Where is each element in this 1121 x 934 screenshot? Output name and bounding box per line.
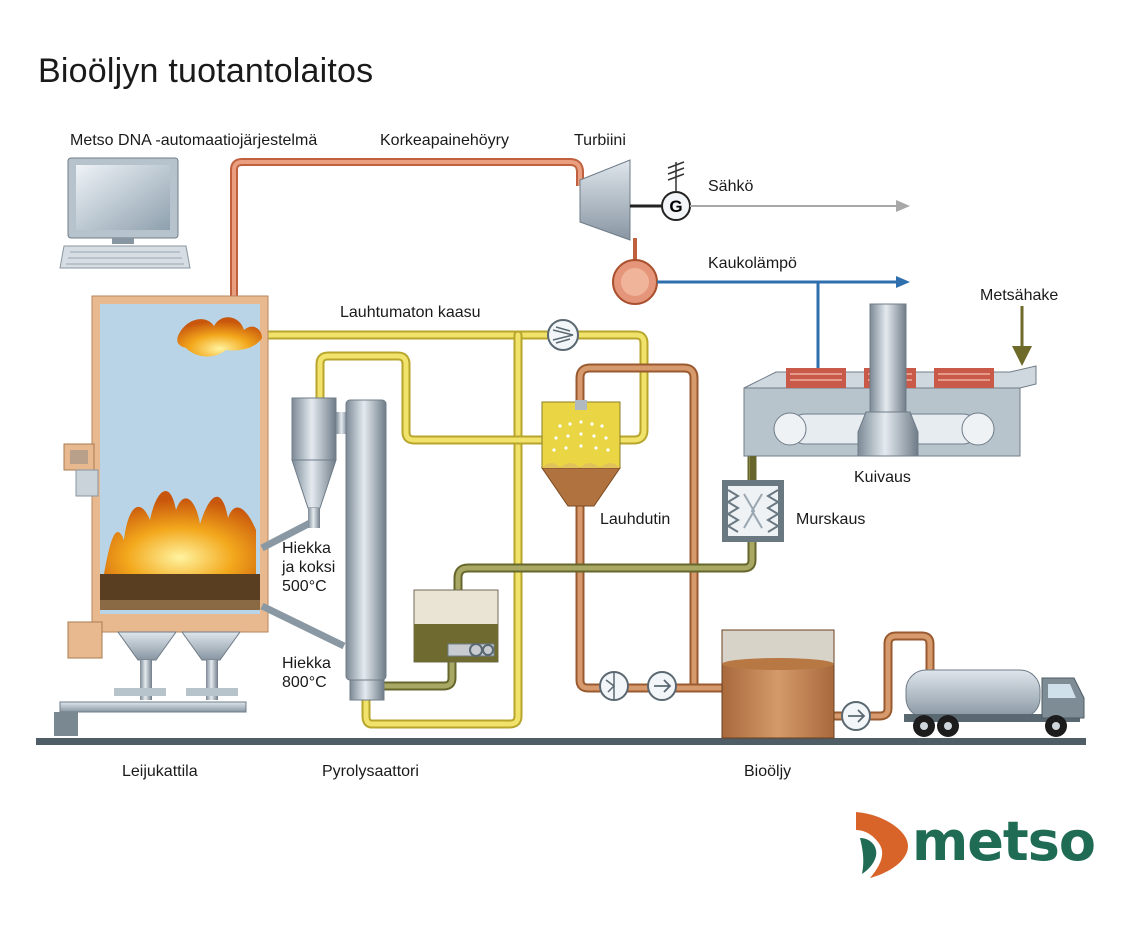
fluidized-bed-boiler bbox=[54, 295, 269, 736]
chips-in-arrow bbox=[1012, 346, 1032, 366]
crushing-label: Murskaus bbox=[796, 511, 866, 528]
bio-oil-label: Bioöljy bbox=[744, 763, 792, 780]
computer-icon bbox=[59, 157, 191, 269]
electricity-label: Sähkö bbox=[708, 178, 754, 195]
drying-label: Kuivaus bbox=[854, 469, 911, 486]
sand-hot-label-1: Hiekka bbox=[282, 655, 331, 672]
district-heat-arrow bbox=[896, 276, 910, 288]
condenser bbox=[541, 400, 621, 507]
condenser-label: Lauhdutin bbox=[600, 511, 671, 528]
pyrolyser-label: Pyrolysaattori bbox=[322, 763, 419, 780]
cyclone bbox=[291, 397, 348, 528]
metso-logo: metso bbox=[852, 808, 1096, 888]
sand-coke-label-2: ja koksi bbox=[282, 559, 336, 576]
gas-compressor bbox=[547, 319, 579, 351]
metso-logo-text: metso bbox=[912, 810, 1096, 873]
page-title: Bioöljyn tuotantolaitos bbox=[38, 52, 374, 90]
svg-text:G: G bbox=[669, 197, 682, 216]
district-heat-label: Kaukolämpö bbox=[708, 255, 797, 272]
steam-label: Korkeapainehöyry bbox=[380, 132, 509, 149]
sand-hot-label-2: 800°C bbox=[282, 674, 327, 691]
forest-chips-label: Metsähake bbox=[980, 287, 1059, 304]
sand-coke-label-3: 500°C bbox=[282, 578, 327, 595]
boiler-label: Leijukattila bbox=[122, 763, 198, 780]
pyrolyser-riser bbox=[345, 399, 387, 701]
crusher bbox=[722, 480, 784, 542]
turbine bbox=[579, 159, 631, 241]
hot-sand-line bbox=[260, 602, 346, 650]
metso-logo-mark-icon bbox=[856, 812, 908, 878]
sand-coke-line bbox=[260, 518, 314, 552]
tanker-truck bbox=[904, 669, 1085, 737]
automation-label: Metso DNA -automaatiojärjestelmä bbox=[70, 132, 318, 149]
feed-bin bbox=[413, 589, 499, 663]
electricity-arrow bbox=[896, 200, 910, 212]
turbine-label: Turbiini bbox=[574, 132, 626, 149]
ground-line bbox=[36, 738, 1086, 745]
sand-coke-label-1: Hiekka bbox=[282, 540, 331, 557]
bio-oil-tank bbox=[721, 629, 835, 739]
dryer bbox=[743, 303, 1037, 457]
steam-pipe bbox=[230, 158, 584, 298]
gas-recycle-pipe bbox=[361, 330, 523, 729]
noncond-gas-label: Lauhtumaton kaasu bbox=[340, 304, 481, 321]
